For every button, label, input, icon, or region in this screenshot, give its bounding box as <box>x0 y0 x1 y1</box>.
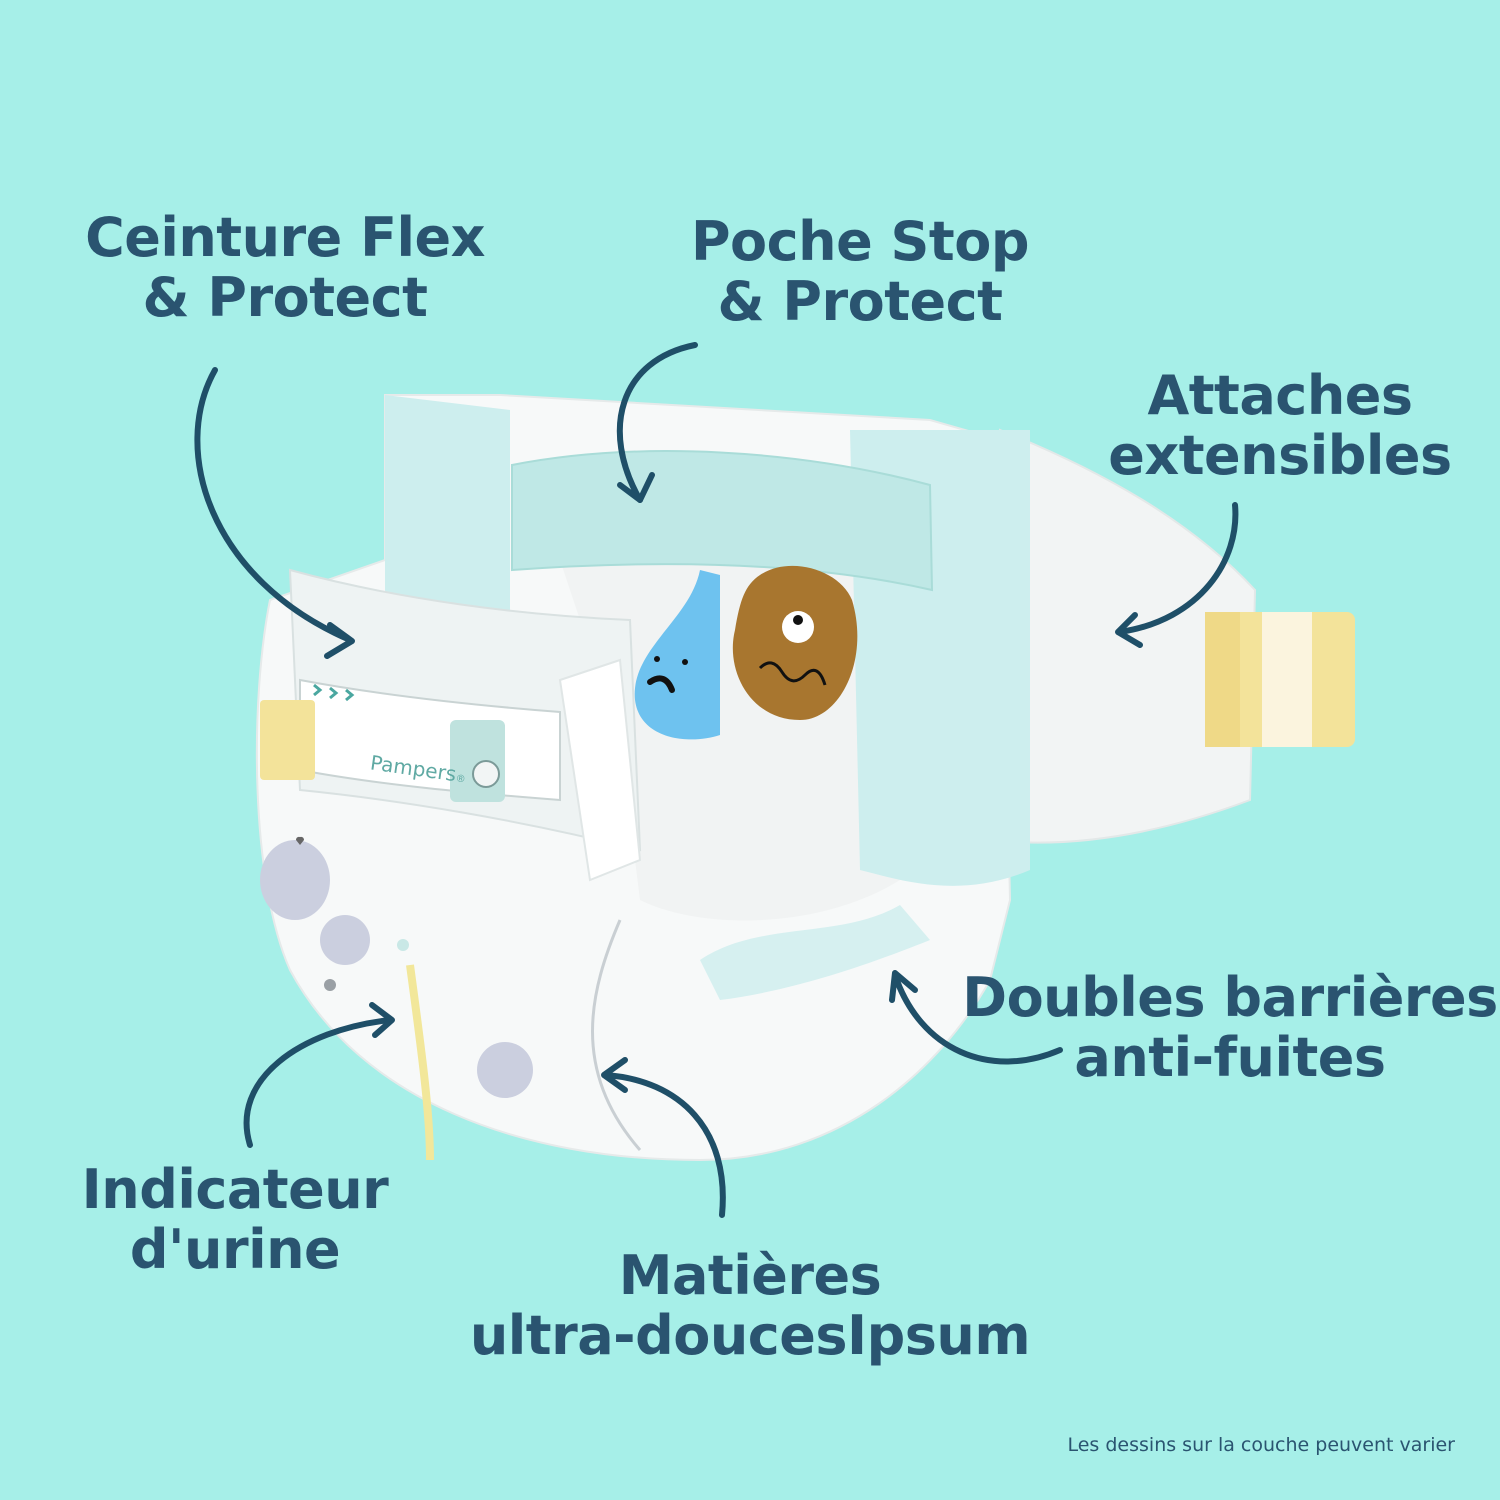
label-barriers: Doubles barrières anti-fuites <box>960 968 1500 1088</box>
arrow-pocket-icon <box>616 342 698 503</box>
label-indicator-line1: Indicateur <box>81 1158 389 1221</box>
label-pocket-line2: & Protect <box>717 270 1003 333</box>
label-pocket: Poche Stop & Protect <box>670 212 1050 332</box>
label-indicator-line2: d'urine <box>129 1218 341 1281</box>
label-waistband-line1: Ceinture Flex <box>85 206 485 269</box>
label-tabs-line1: Attaches <box>1147 364 1413 427</box>
brand-mark: ® <box>454 773 467 786</box>
label-barriers-line2: anti-fuites <box>1074 1026 1386 1089</box>
disclaimer-footnote: Les dessins sur la couche peuvent varier <box>1067 1434 1455 1456</box>
front-flap <box>558 658 642 882</box>
elephant-print-icon <box>260 840 533 1098</box>
label-materials-line2: ultra-doucesIpsum <box>469 1304 1031 1367</box>
label-waistband-line2: & Protect <box>142 266 428 329</box>
label-barriers-line1: Doubles barrières <box>962 966 1498 1029</box>
label-tabs: Attaches extensibles <box>1100 366 1460 486</box>
pocket-left-side <box>385 395 510 640</box>
arrow-barriers-icon <box>892 972 1063 1065</box>
poop-character-icon <box>732 565 858 720</box>
arrow-indicator-icon <box>243 1017 393 1148</box>
arrow-waistband-icon <box>194 367 353 643</box>
wetness-indicator-line <box>406 964 434 1161</box>
label-pocket-line1: Poche Stop <box>690 210 1030 273</box>
callout-arrows <box>194 342 1239 1218</box>
pocket-band <box>511 450 934 592</box>
label-indicator: Indicateur d'urine <box>70 1160 400 1280</box>
arrow-tabs-icon <box>1117 502 1239 635</box>
label-waistband: Ceinture Flex & Protect <box>80 208 490 328</box>
drop-character-icon <box>634 570 720 740</box>
fastener-tab-icon <box>1205 612 1355 747</box>
left-fastener-tab <box>260 700 315 780</box>
label-tabs-line2: extensibles <box>1108 424 1452 487</box>
label-materials-line1: Matières <box>618 1244 882 1307</box>
label-materials: Matières ultra-doucesIpsum <box>455 1246 1045 1366</box>
barrier-cuff <box>700 905 930 1000</box>
arrow-materials-icon <box>602 1072 726 1218</box>
